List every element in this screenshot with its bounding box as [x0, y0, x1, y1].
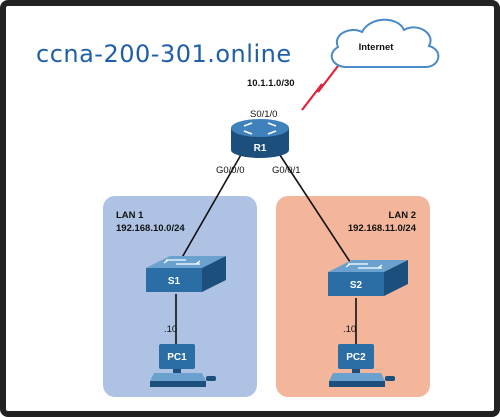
router-if-left: G0/0/0 [216, 165, 245, 176]
lan1-name: LAN 1 [116, 210, 144, 221]
pc1-label: PC1 [167, 352, 187, 363]
switch-s2-label: S2 [350, 280, 363, 291]
cloud-label: Internet [359, 42, 395, 53]
wan-interface-label: S0/1/0 [250, 109, 277, 120]
lan2-name: LAN 2 [389, 210, 416, 221]
lan2-zone [276, 196, 430, 397]
switch-s1-label: S1 [168, 276, 181, 287]
router-icon [231, 119, 289, 158]
lan1-network: 192.168.10.0/24 [116, 223, 185, 234]
lan2-network: 192.168.11.0/24 [348, 223, 417, 234]
pc2-label: PC2 [346, 352, 366, 363]
router-if-right: G0/0/1 [272, 165, 301, 176]
switch-icon [328, 260, 408, 296]
link-r1-s2 [273, 145, 357, 272]
network-topology: ccna-200-301.online Internet 10.1.1.0/30… [36, 18, 440, 397]
lan1-zone [103, 196, 257, 397]
watermark-text: ccna-200-301.online [36, 40, 292, 68]
router-name: R1 [254, 143, 267, 154]
pc-icon [329, 344, 395, 387]
link-r1-s1 [175, 145, 247, 269]
wan-network-label: 10.1.1.0/30 [247, 78, 295, 89]
cloud-icon [330, 18, 440, 69]
pc2-ip-label: .10 [343, 324, 356, 335]
switch-icon [146, 256, 226, 292]
pc1-ip-label: .10 [164, 324, 177, 335]
pc-icon [150, 344, 216, 387]
serial-link-icon [301, 65, 339, 111]
